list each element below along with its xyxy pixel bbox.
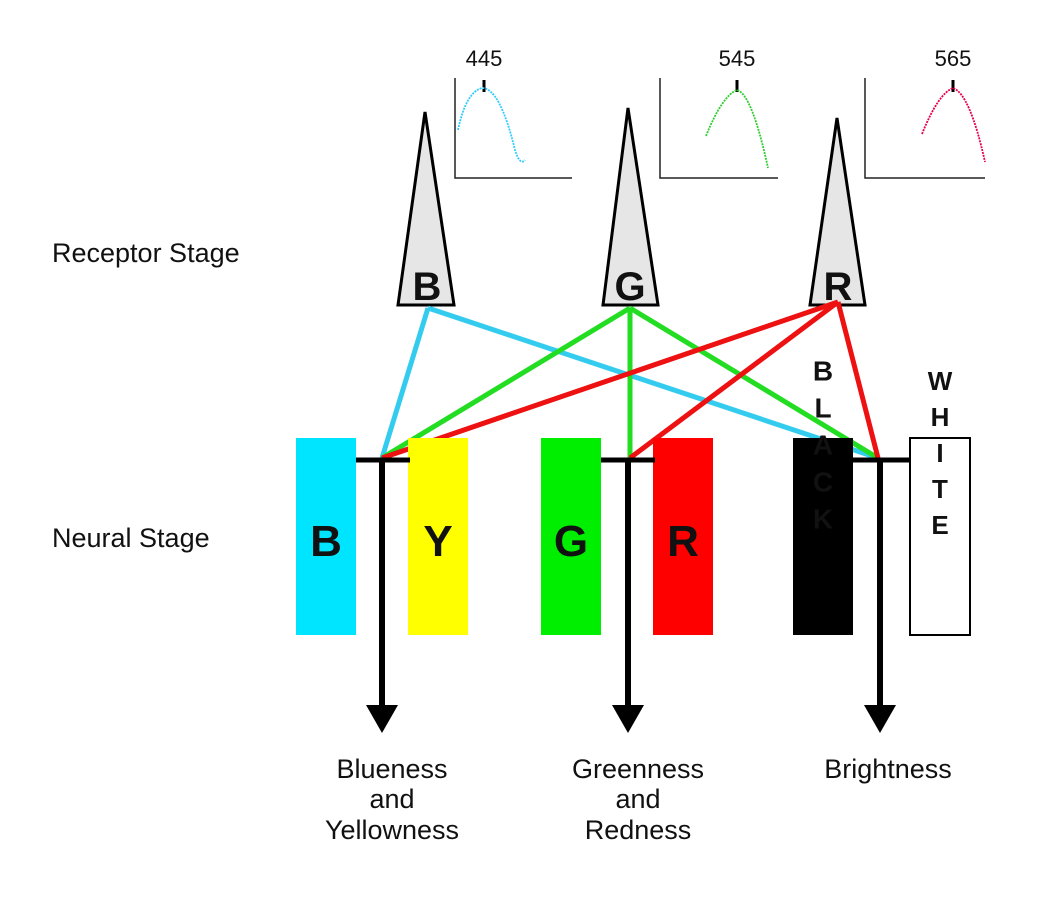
connection-r-to-by	[381, 299, 839, 461]
neural-cell-b: B	[296, 438, 356, 635]
output-by-line2: and	[369, 784, 414, 814]
spectral-curve-g: 545	[659, 46, 778, 179]
neural-cell-g-letter: G	[554, 517, 588, 566]
output-blueness-yellowness: Blueness and Yellowness	[325, 754, 459, 845]
neural-cell-y: Y	[408, 438, 468, 635]
neural-cell-white-label: WHITE	[925, 366, 955, 546]
peak-label-r: 565	[935, 46, 972, 71]
junction-gr	[601, 457, 655, 733]
cone-g-letter: G	[614, 265, 645, 309]
connection-b-to-bw	[427, 305, 879, 461]
arrowhead-by	[366, 705, 398, 733]
output-gr-line3: Redness	[585, 815, 692, 845]
neural-cell-white: WHITE	[909, 366, 971, 636]
cone-g: G	[601, 107, 660, 309]
connection-r-to-gr	[628, 300, 840, 460]
output-brightness: Brightness	[824, 754, 952, 784]
peak-label-b: 445	[466, 46, 503, 71]
peak-label-g: 545	[719, 46, 756, 71]
junction-by	[356, 457, 410, 733]
output-by-line1: Blueness	[336, 754, 447, 784]
cone-b: B	[396, 111, 456, 309]
spectral-curve-b: 445	[454, 46, 572, 179]
cone-r: R	[808, 117, 867, 309]
output-by-line3: Yellowness	[325, 815, 459, 845]
cone-b-letter: B	[413, 265, 442, 309]
junction-bw	[853, 457, 911, 733]
neural-cell-r: R	[653, 438, 713, 635]
connection-g-to-bw	[628, 305, 880, 461]
output-greenness-redness: Greenness and Redness	[572, 754, 704, 845]
spectral-curve-r: 565	[864, 46, 986, 179]
output-brightness-line1: Brightness	[824, 754, 952, 784]
output-gr-line2: and	[615, 784, 660, 814]
connection-lines	[379, 299, 881, 461]
neural-cell-y-letter: Y	[423, 517, 452, 566]
neural-cell-g: G	[541, 438, 601, 635]
connection-b-to-by	[379, 307, 431, 459]
neural-cell-black-label: BLACK	[808, 356, 839, 541]
output-gr-line1: Greenness	[572, 754, 704, 784]
connection-g-to-by	[380, 305, 632, 461]
receptor-stage-label: Receptor Stage	[52, 238, 240, 268]
neural-cell-b-letter: B	[310, 517, 342, 566]
neural-stage-label: Neural Stage	[52, 523, 210, 553]
connection-r-to-bw	[835, 301, 881, 459]
neural-cell-black: BLACK	[793, 356, 853, 635]
arrowhead-gr	[612, 705, 644, 733]
cone-r-letter: R	[824, 265, 853, 309]
neural-cell-r-letter: R	[667, 517, 699, 566]
arrowhead-bw	[864, 705, 896, 733]
